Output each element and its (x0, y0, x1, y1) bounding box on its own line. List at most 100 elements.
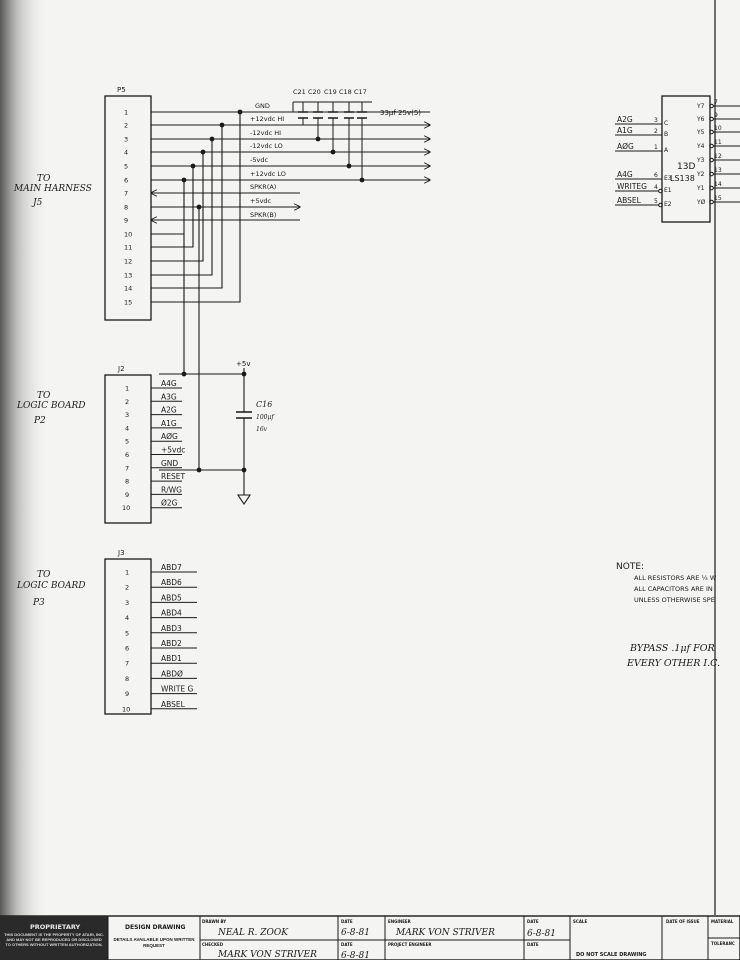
checked-by: MARK VON STRIVER (217, 950, 317, 960)
j3-signal-label: ABD6 (161, 578, 182, 587)
title-block: PROPRIETARY THIS DOCUMENT IS THE PROPERT… (0, 915, 740, 960)
p5-ref: P5 (117, 86, 126, 94)
decoder-output-name: Y7 (696, 103, 705, 110)
p5-pin-number: 14 (124, 285, 132, 293)
decoder-input-pin: 1 (654, 144, 658, 151)
proprietary-label: PROPRIETARY (30, 923, 81, 931)
design-drawing-label: DESIGN DRAWING (125, 924, 186, 931)
p5-pin-number: 1 (124, 109, 128, 117)
j3-pin-number: 9 (125, 690, 129, 698)
j2-signal-label: A1G (161, 419, 177, 428)
p5-signal-label: SPKR(A) (250, 183, 276, 191)
tolerance-label: TOLERANC (711, 941, 735, 946)
notes-line1: ALL RESISTORS ARE ¼ W (634, 574, 717, 582)
date-label-4: DATE (527, 942, 539, 947)
p5-signal-labels: GND+12vdc HI-12vdc HI-12vdc LO-5vdc+12vd… (250, 102, 286, 219)
decoder-output-name: Y6 (696, 116, 705, 123)
decoder-inversion-bubble (658, 202, 663, 208)
proprietary-box (0, 916, 108, 960)
j2-pin-number: 9 (125, 491, 129, 499)
details-text: DETAILS AVAILABLE UPON WRITTEN REQUEST (113, 937, 195, 948)
j2-pin-number: 1 (125, 385, 129, 393)
decoder-output-pin: 14 (714, 181, 722, 188)
cap-ref: C17 (354, 88, 367, 96)
notes-bypass1: BYPASS .1μf FOR (629, 643, 715, 654)
p5-signal-label: +12vdc HI (250, 115, 284, 123)
j3-pin-number: 1 (125, 569, 129, 577)
p5-pin-number: 7 (124, 190, 128, 198)
scale-label: SCALE (573, 919, 587, 924)
j3-pin-number: 10 (122, 705, 130, 713)
cap-ref: C21 (293, 88, 306, 96)
j3-ref: J3 (117, 549, 125, 557)
decoder-inversion-bubble (658, 188, 663, 194)
wire-p15 (151, 112, 241, 303)
ground-symbol (236, 494, 252, 505)
project-engineer-label: PROJECT ENGINEER (388, 942, 431, 947)
date-label-3: DATE (527, 919, 539, 924)
notes-bypass2: EVERY OTHER I.C. (626, 658, 720, 669)
j3-pin-number: 7 (125, 660, 129, 668)
p5-pin-number: 6 (124, 177, 128, 185)
decoder-output-name: Y5 (696, 129, 705, 136)
decoder-input-name: C (664, 120, 668, 127)
j3-pin-number: 3 (125, 599, 129, 607)
j2-dest-line1: TO (37, 391, 51, 401)
c16-supply: +5v (236, 360, 250, 368)
j2-pin-number: 5 (125, 438, 129, 446)
decoder-input-pin: 4 (654, 184, 658, 191)
decoder-output-name: Y3 (696, 157, 705, 164)
decoder-output-name: Y4 (696, 143, 705, 150)
decoder-output-pin: 10 (714, 125, 722, 132)
decoder-input-name: E1 (664, 187, 672, 194)
j2-body (104, 374, 152, 524)
wire-p11 (151, 166, 194, 248)
decoder-input-signal: ABSEL (617, 196, 642, 205)
date-of-issue-label: DATE OF ISSUE (666, 919, 700, 924)
decoder-input-signal: WRITEG (617, 182, 647, 191)
decoder-input-pin: 5 (654, 198, 658, 205)
p5-pin-number: 8 (124, 204, 128, 212)
date-label-1: DATE (341, 919, 353, 924)
p5-pin-number: 4 (124, 149, 128, 157)
j3-signal-label: ABD7 (161, 563, 182, 572)
j2-signal-label: AØG (161, 432, 178, 441)
p5-body (104, 95, 152, 321)
j2-signal-label: +5vdc (161, 446, 185, 455)
cap-ref: C20 (308, 88, 321, 96)
c16-ref: C16 (256, 400, 272, 409)
cap-ref: C18 (339, 88, 352, 96)
p5-dest-line1: TO (37, 174, 51, 184)
p5-pin-number: 2 (124, 122, 128, 130)
decoder-output-pin: 7 (714, 99, 718, 106)
decoder-part: LS138 (670, 174, 695, 183)
date-label-2: DATE (341, 942, 353, 947)
wire-p13 (151, 139, 213, 276)
j3-pin-number: 4 (125, 614, 129, 622)
j2-pin-number: 10 (122, 504, 130, 512)
cap-value: 33μf 25v(5) (380, 109, 421, 117)
j3-dest-line2: LOGIC BOARD (16, 581, 86, 591)
j3-pin-number: 2 (125, 584, 129, 592)
p5-pin-number: 13 (124, 272, 132, 280)
p5-signal-label: -5vdc (250, 156, 268, 164)
j3-pin-number: 5 (125, 629, 129, 637)
j2-signal-label: RESET (161, 472, 185, 481)
j2-pin-number: 3 (125, 411, 129, 419)
notes-line2: ALL CAPACITORS ARE IN (634, 585, 713, 593)
cap-plates (298, 111, 367, 119)
decoder-input-signal: A2G (617, 115, 633, 124)
p5-signal-label: GND (255, 102, 270, 110)
drawn-by-label: DRAWN BY (202, 919, 226, 924)
j3-signal-label: ABD2 (161, 639, 182, 648)
j2-pin-number: 8 (125, 478, 129, 486)
j2-signal-label: A2G (161, 406, 177, 415)
p5-signal-label: SPKR(B) (250, 211, 276, 219)
p5-signal-label: -12vdc LO (250, 142, 283, 150)
scan-shadow (0, 0, 48, 960)
